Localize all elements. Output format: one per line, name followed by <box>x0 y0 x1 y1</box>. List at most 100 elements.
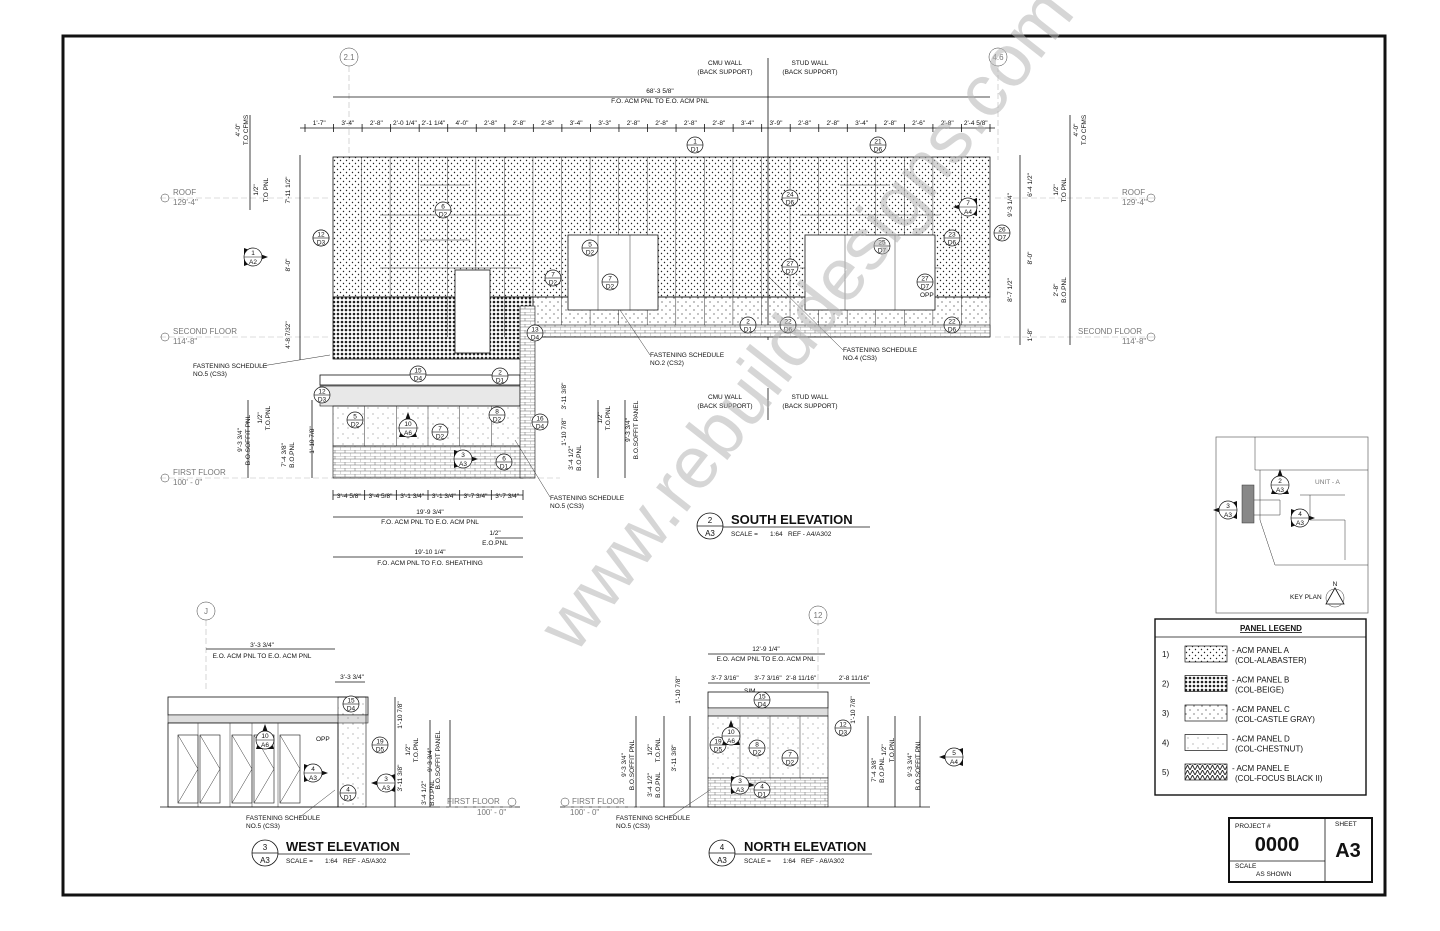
top-dim-label: 2'-8" <box>541 120 555 127</box>
svg-text:FASTENING SCHEDULE: FASTENING SCHEDULE <box>550 495 625 502</box>
bottom-dim-label: 3'-4 5/8" <box>337 493 361 500</box>
top-dim-label: 2'-0 1/4" <box>393 120 417 127</box>
mark-number: 10 <box>261 733 269 740</box>
tag-number: 21 <box>874 139 882 146</box>
svg-text:NO.5 (CS3): NO.5 (CS3) <box>550 503 584 510</box>
tag-ref: D4 <box>414 376 423 383</box>
mark-number: 1 <box>251 250 255 257</box>
section-mark-icon: 1A2 <box>243 247 268 267</box>
svg-text:1/2": 1/2" <box>489 530 501 537</box>
sheet-number: A3 <box>1335 840 1361 862</box>
grid-bubble-12: 12 <box>808 605 828 625</box>
svg-text:A3: A3 <box>717 856 727 865</box>
tag-number: 6 <box>502 456 506 463</box>
tag-number: 1 <box>693 139 697 146</box>
north-dim-label: 1/2" <box>647 744 654 756</box>
left-vdim-label: 4'-8 7/32" <box>285 321 292 349</box>
grid-bubble-4-6: 4.6 <box>988 47 1008 67</box>
level-roof-right: ROOF 129'-4" <box>995 188 1156 207</box>
north-dim-label: B.O.PNL <box>879 757 886 783</box>
legend-swatch <box>1184 704 1228 722</box>
tag-ref: D6 <box>786 200 795 207</box>
svg-text:FIRST FLOOR: FIRST FLOOR <box>572 797 625 806</box>
section-mark-icon: 7A4 <box>953 197 978 217</box>
stud-wall-label-sub: (BACK SUPPORT) <box>782 69 837 76</box>
west-dim-label: B.O.SOFFIT PANEL <box>435 730 442 789</box>
lower-vdim-label: 3'-4 1/2" <box>568 445 575 469</box>
lower-vdim-label: 3'-11 3/8" <box>561 382 568 410</box>
svg-text:114'-8": 114'-8" <box>173 337 197 346</box>
tag-ref: D6 <box>948 240 957 247</box>
tag-number: 15 <box>414 368 422 375</box>
svg-text:NO.5 (CS3): NO.5 (CS3) <box>616 823 650 830</box>
tag-ref: D5 <box>376 747 385 754</box>
svg-text:N: N <box>1333 581 1338 588</box>
svg-text:FASTENING SCHEDULE: FASTENING SCHEDULE <box>650 352 725 359</box>
svg-text:E.O.PNL: E.O.PNL <box>482 540 508 547</box>
door-swing <box>279 734 301 804</box>
west-dim-label: 1/2" <box>405 744 412 756</box>
svg-text:1:64: 1:64 <box>325 858 338 865</box>
left-vdim-label: T.O PNL <box>263 177 270 202</box>
tag-ref: D1 <box>691 147 700 154</box>
top-dim-label: 2'-1 1/4" <box>422 120 446 127</box>
tag-ref: D3 <box>839 730 848 737</box>
mark-number: 4 <box>1298 511 1302 518</box>
lower-vdim-label: B.O.PNL <box>576 445 583 471</box>
north-small-dim-label: 3'-7 3/16" <box>754 675 782 682</box>
svg-text:NORTH ELEVATION: NORTH ELEVATION <box>744 839 866 854</box>
svg-text:SECOND FLOOR: SECOND FLOOR <box>1078 327 1142 336</box>
north-section-mark-icon: 3A3 <box>730 775 755 795</box>
svg-text:SCALE =: SCALE = <box>731 531 758 538</box>
legend-item-name: - ACM PANEL D <box>1232 735 1290 744</box>
legend-item: 1)- ACM PANEL A(COL-ALABASTER) <box>1162 645 1307 665</box>
top-dim-label: 2'-4 5/8" <box>964 120 988 127</box>
svg-text:REF - A4/A302: REF - A4/A302 <box>788 531 832 538</box>
tag-number: 22 <box>784 319 792 326</box>
north-dim-label: 1'-10 7/8" <box>675 676 682 704</box>
note-fastening-3: FASTENING SCHEDULE NO.4 (CS3) <box>769 277 918 362</box>
tag-ref: D2 <box>606 284 615 291</box>
svg-text:F.O. ACM PNL TO F.O. SHEATHING: F.O. ACM PNL TO F.O. SHEATHING <box>377 560 483 567</box>
panel-legend: PANEL LEGEND 1)- ACM PANEL A(COL-ALABAST… <box>1154 618 1367 796</box>
west-panel-tag: 4D1 <box>339 784 357 802</box>
north-dim-label: 9'-3 3/4" <box>621 752 628 776</box>
svg-text:J: J <box>204 607 208 616</box>
svg-text:SOUTH ELEVATION: SOUTH ELEVATION <box>731 512 853 527</box>
mark-ref: A3 <box>736 787 744 794</box>
svg-text:3'-3 3/4": 3'-3 3/4" <box>250 642 274 649</box>
top-dim-label: 2'-8" <box>684 120 698 127</box>
north-elevation-title: 4 A3 NORTH ELEVATION SCALE = 1:64 REF - … <box>708 839 872 867</box>
tag-number: 15 <box>347 698 355 705</box>
top-dim-label: 3'-4" <box>341 120 355 127</box>
svg-text:4: 4 <box>720 843 725 852</box>
west-level-first-floor: FIRST FLOOR 100' - 0" <box>440 797 517 817</box>
tag-number: 8 <box>495 409 499 416</box>
svg-text:PROJECT #: PROJECT # <box>1235 823 1271 830</box>
top-dim-label: 2'-8" <box>798 120 812 127</box>
door-panel <box>177 734 199 804</box>
lower-vdim-label: B.O.SOFFIT PANEL <box>633 400 640 459</box>
tag-ref: D4 <box>347 706 356 713</box>
legend-item: 3)- ACM PANEL C(COL-CASTLE GRAY) <box>1162 704 1315 724</box>
svg-text:ROOF: ROOF <box>1122 188 1145 197</box>
key-plan-label: KEY PLAN <box>1290 594 1322 601</box>
svg-text:1:64: 1:64 <box>770 531 783 538</box>
north-note-fastening: FASTENING SCHEDULE NO.5 (CS3) <box>616 789 711 830</box>
tag-number: 7 <box>438 426 442 433</box>
legend-item: 2)- ACM PANEL B(COL-BEIGE) <box>1162 675 1289 695</box>
lower-vdim-label: 1'-10 7/8" <box>309 426 316 454</box>
tag-number: 4 <box>346 787 350 794</box>
tag-number: 24 <box>786 192 794 199</box>
legend-item: 5)- ACM PANEL E(COL-FOCUS BLACK II) <box>1162 763 1323 783</box>
tag-ref: D4 <box>531 335 540 342</box>
legend-item-name: - ACM PANEL C <box>1232 705 1290 714</box>
